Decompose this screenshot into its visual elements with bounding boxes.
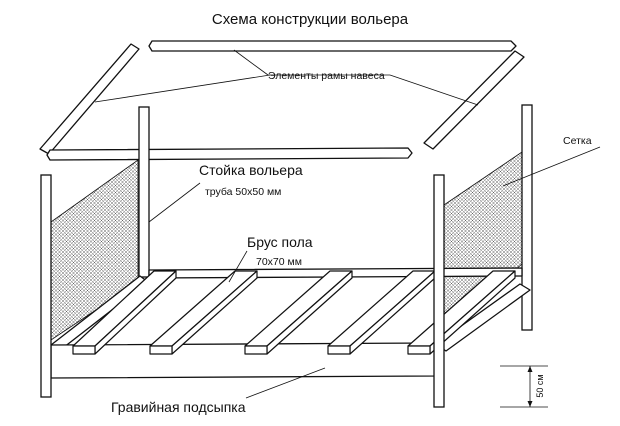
label-floor-beam: Брус пола bbox=[247, 234, 313, 250]
floor-frame-front-rail bbox=[50, 342, 437, 379]
leader-roof-frame-a bbox=[94, 74, 271, 103]
height-dimension bbox=[500, 365, 548, 408]
label-gravel: Гравийная подсыпка bbox=[111, 399, 246, 415]
post-front-right bbox=[433, 174, 445, 408]
leader-roof-frame-b bbox=[233, 49, 269, 76]
label-post-spec: труба 50х50 мм bbox=[205, 186, 281, 198]
label-roof-frame: Элементы рамы навеса bbox=[268, 70, 385, 82]
post-back-left bbox=[138, 106, 150, 278]
leader-gravel bbox=[245, 367, 326, 399]
leader-lines bbox=[94, 49, 601, 399]
dim-arrow-top bbox=[527, 366, 533, 372]
roof-bar-right bbox=[423, 50, 525, 150]
front-posts bbox=[40, 174, 445, 408]
post-back-right bbox=[521, 104, 533, 331]
roof-bar-front bbox=[46, 147, 413, 161]
diagram-title: Схема конструкции вольера bbox=[212, 11, 409, 28]
floor-beam bbox=[149, 270, 258, 355]
leader-mesh bbox=[502, 146, 601, 187]
post-front-left bbox=[40, 174, 52, 398]
label-mesh: Сетка bbox=[563, 135, 592, 147]
leader-post bbox=[148, 182, 201, 223]
roof-bar-left bbox=[39, 43, 140, 155]
leader-roof-frame-d bbox=[389, 74, 479, 106]
label-height-dim: 50 см bbox=[535, 374, 545, 397]
label-floor-beam-spec: 70х70 мм bbox=[256, 256, 302, 268]
back-posts bbox=[138, 104, 533, 331]
floor-beam bbox=[72, 270, 177, 355]
floor-beam bbox=[244, 270, 353, 355]
leader-floor-beam bbox=[228, 250, 248, 283]
label-post: Стойка вольера bbox=[199, 162, 303, 178]
dim-arrow-bottom bbox=[527, 401, 533, 407]
roof-frame-elements bbox=[39, 40, 525, 161]
roof-bar-back bbox=[148, 40, 517, 52]
